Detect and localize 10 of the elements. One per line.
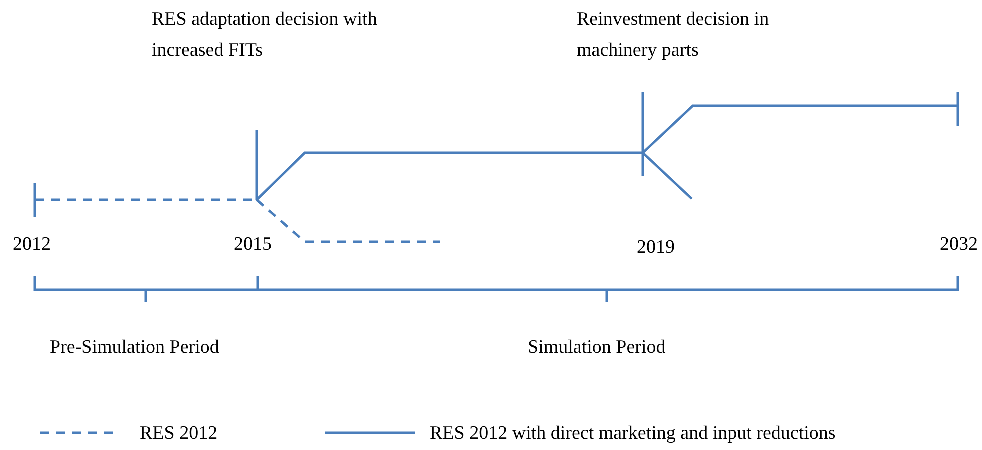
legend-label: RES 2012 with direct marketing and input reductions xyxy=(430,422,836,446)
year-label: 2015 xyxy=(234,233,272,257)
period-label: Simulation Period xyxy=(528,336,666,360)
period-label: Pre-Simulation Period xyxy=(50,336,220,360)
annotation: Reinvestment decision in machinery parts xyxy=(577,8,770,63)
year-label: 2019 xyxy=(637,236,675,260)
legend-label: RES 2012 xyxy=(140,422,218,446)
year-label: 2032 xyxy=(940,233,978,257)
annotation: RES adaptation decision with increased FITs xyxy=(152,8,378,63)
year-label: 2012 xyxy=(13,233,51,257)
